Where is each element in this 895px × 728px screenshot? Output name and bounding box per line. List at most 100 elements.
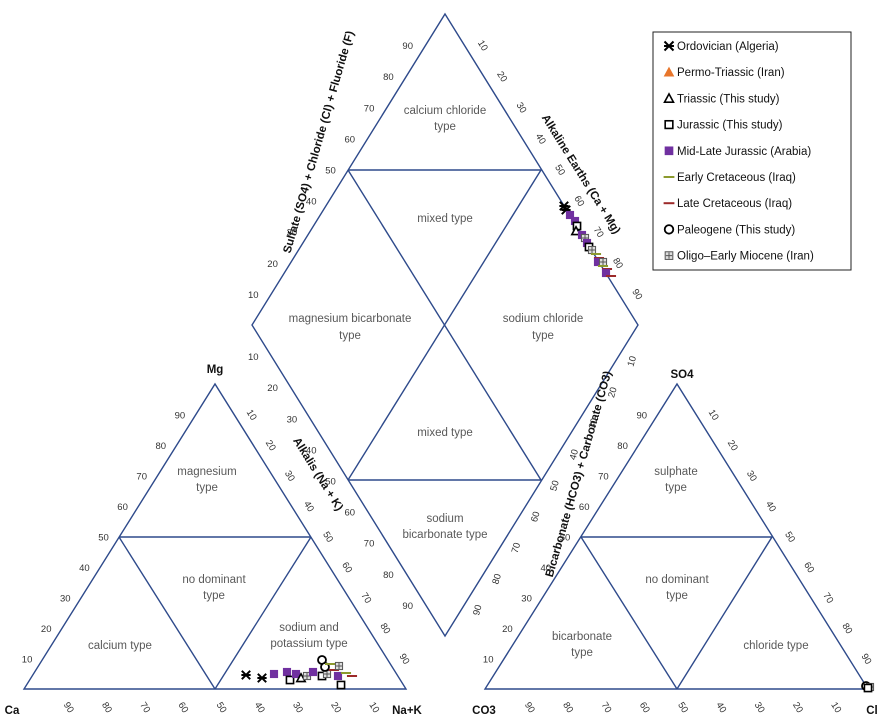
diamond-left-upper-tick: 80 (383, 72, 394, 83)
diamond-left-lower-tick: 40 (306, 445, 317, 456)
diamond-right-upper-tick: 20 (494, 69, 509, 84)
cation-left-tick: 50 (98, 533, 109, 544)
legend-item: Late Cretaceous (Iraq) (663, 198, 792, 210)
diamond-right-upper-tick: 70 (591, 225, 606, 240)
diamond-right-lower-tick: 40 (568, 448, 581, 461)
diamond-left-lower-tick: 50 (325, 477, 336, 488)
region-no-dominant-cation-type: type (203, 590, 225, 602)
anion-grid-line (676, 536, 773, 690)
cation-left-tick: 80 (156, 441, 167, 452)
cation-left-tick: 20 (41, 624, 52, 635)
diamond-right-lower-tick: 60 (529, 510, 542, 523)
region-calcium-chloride: calcium chloride (404, 105, 486, 117)
anion-left-tick: 50 (560, 533, 571, 544)
legend-marker (663, 66, 675, 77)
diamond-left-lower-tick: 80 (383, 570, 394, 581)
tick-labels: 10 20 30 40 50 60 70 80 90 10 20 30 40 50 60 70 80 90 10 20… (22, 38, 874, 715)
sample-point (324, 671, 330, 677)
region-sodium-potassium: sodium and (279, 622, 338, 634)
anion-right-tick: 30 (744, 469, 759, 484)
legend-marker (663, 224, 675, 235)
cation-bottom-tick: 60 (175, 700, 190, 715)
legend-label: Late Cretaceous (Iraq) (677, 198, 792, 210)
anion-left-tick: 60 (579, 502, 590, 513)
corner-co3: CO3 (472, 705, 496, 717)
anion-right-tick: 70 (820, 591, 835, 606)
cation-right-tick: 60 (339, 560, 354, 575)
anion-bottom-tick: 60 (637, 700, 652, 715)
legend-item: Jurassic (This study) (664, 119, 783, 132)
region-calcium-chloride-type: type (434, 121, 456, 133)
anion-right-tick: 10 (706, 408, 721, 423)
diamond-right-lower-tick: 70 (510, 541, 523, 554)
region-mixed-bottom: mixed type (417, 427, 473, 439)
legend-label: Paleogene (This study) (677, 224, 795, 236)
cation-bottom-tick: 30 (290, 700, 305, 715)
sample-point (333, 671, 343, 681)
corner-mg: Mg (207, 364, 224, 376)
cation-left-tick: 60 (117, 502, 128, 513)
diamond-left-upper-tick: 70 (364, 103, 375, 114)
diamond-left-upper-tick: 50 (325, 166, 336, 177)
cation-right-tick: 90 (397, 652, 412, 667)
legend-label: Ordovician (Algeria) (677, 41, 779, 53)
legend-label: Jurassic (This study) (677, 120, 783, 132)
sample-point (282, 667, 292, 677)
diamond-right-upper-tick: 60 (571, 194, 586, 209)
legend-item: Permo-Triassic (Iran) (663, 66, 785, 79)
anion-left-tick: 30 (521, 594, 532, 605)
region-bicarbonate-type: type (571, 647, 593, 659)
anion-bottom-tick: 30 (752, 700, 767, 715)
cation-bottom-tick: 80 (99, 700, 114, 715)
data-points (241, 201, 875, 693)
anion-left-tick: 40 (541, 563, 552, 574)
diamond-left-lower-tick: 10 (248, 352, 259, 363)
region-sodium-bicarbonate-type: bicarbonate type (402, 529, 487, 541)
cation-bottom-tick: 10 (366, 700, 381, 715)
diamond-right-lower-tick: 80 (490, 573, 503, 586)
diamond-right-upper-tick: 40 (533, 132, 548, 147)
corner-so4: SO4 (670, 369, 694, 381)
region-magnesium-bicarbonate: magnesium bicarbonate (289, 313, 412, 325)
region-mixed-top: mixed type (417, 213, 473, 225)
region-magnesium-type: type (196, 482, 218, 494)
cation-left-tick: 70 (136, 472, 147, 483)
cation-bottom-tick: 90 (61, 700, 76, 715)
legend: Ordovician (Algeria) Permo-Triassic (Iran… (652, 31, 852, 271)
sample-point (241, 670, 251, 680)
region-magnesium: magnesium (177, 466, 236, 478)
legend-label: Triassic (This study) (677, 93, 780, 105)
diamond-right-upper-tick: 30 (514, 101, 529, 116)
cation-bottom-tick: 70 (137, 700, 152, 715)
diamond-right-upper-tick: 90 (629, 287, 644, 302)
diamond-left-upper-tick: 30 (287, 228, 298, 239)
diamond-right-lower-tick: 90 (471, 604, 484, 617)
legend-label: Oligo–Early Miocene (Iran) (677, 251, 814, 263)
legend-marker (664, 119, 674, 130)
region-no-dominant-anion-type: type (666, 590, 688, 602)
anion-left-tick: 10 (483, 655, 494, 666)
diamond-right-upper-tick: 50 (552, 163, 567, 178)
legend-label: Early Cretaceous (Iraq) (677, 172, 796, 184)
diamond-left-upper-tick: 10 (248, 290, 259, 301)
region-magnesium-bicarbonate-type: type (339, 330, 361, 342)
diamond-left-lower-tick: 70 (364, 539, 375, 550)
diamond-left-lower-tick: 60 (345, 508, 356, 519)
sample-point (269, 669, 279, 679)
legend-box (652, 31, 852, 271)
cation-triangle (22, 382, 408, 690)
cation-right-tick: 30 (282, 469, 297, 484)
sample-point (565, 210, 575, 220)
anion-left-tick: 20 (502, 624, 513, 635)
diamond-right-lower-tick: 20 (606, 386, 619, 399)
cation-right-tick: 80 (377, 621, 392, 636)
sample-point (600, 259, 606, 265)
legend-item: Oligo–Early Miocene (Iran) (664, 251, 814, 263)
anion-left-tick: 90 (637, 411, 648, 422)
region-sulphate: sulphate (654, 466, 697, 478)
anion-right-tick: 20 (725, 438, 740, 453)
anion-right-tick: 90 (859, 652, 874, 667)
anion-bottom-tick: 80 (560, 700, 575, 715)
region-bicarbonate: bicarbonate (552, 631, 612, 643)
